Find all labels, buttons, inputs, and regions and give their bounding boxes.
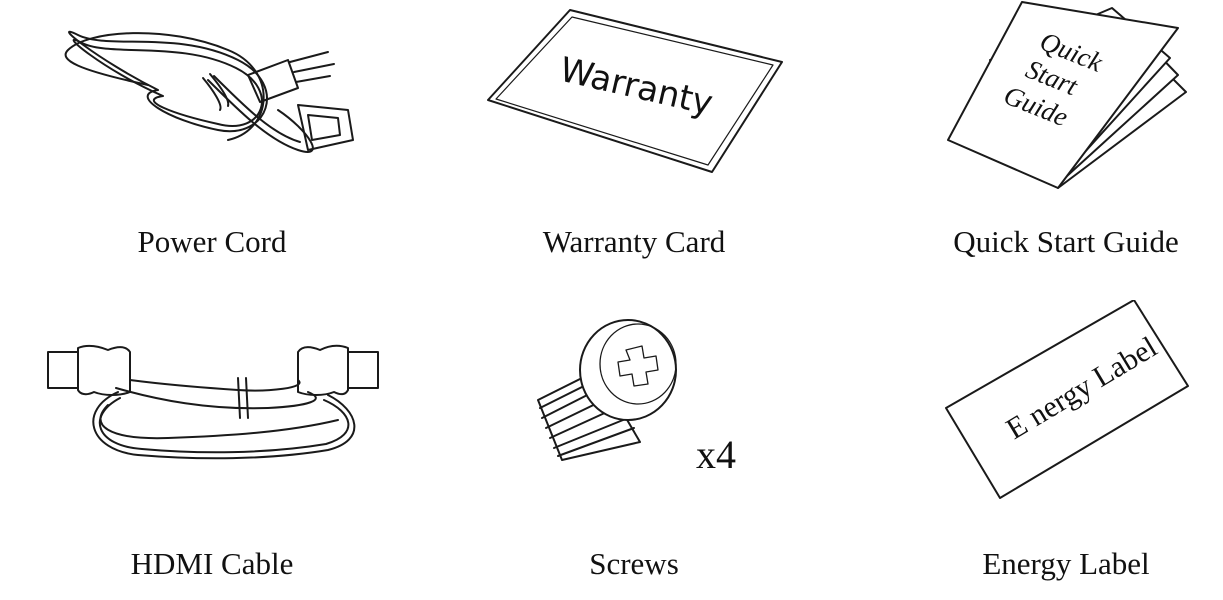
power-cord-illustration	[64, 30, 354, 153]
warranty-card-item: Warranty Warranty Card	[430, 0, 838, 300]
energy-label-caption: Energy Label	[982, 546, 1150, 581]
hdmi-cable-illustration	[47, 344, 379, 460]
warranty-card-caption: Warranty Card	[542, 224, 726, 259]
quick-start-guide-caption: Quick Start Guide	[953, 224, 1179, 259]
hdmi-cable-item: HDMI Cable	[8, 300, 416, 600]
hdmi-cable-caption: HDMI Cable	[130, 546, 294, 581]
power-cord-item: Power Cord	[8, 0, 416, 300]
energy-label-illustration: E nergy Label	[945, 300, 1189, 499]
quick-start-guide-item: Quick Start Guide Quick Start Guide	[862, 0, 1223, 300]
screws-caption: Screws	[589, 546, 679, 581]
warranty-card-illustration: Warranty	[487, 9, 783, 173]
screw-illustration: x4	[537, 319, 736, 477]
screws-item: x4 Screws	[430, 300, 838, 600]
energy-label-item: E nergy Label Energy Label	[862, 300, 1223, 600]
quick-start-guide-illustration: Quick Start Guide	[947, 1, 1187, 189]
power-cord-caption: Power Cord	[137, 224, 287, 259]
screw-quantity: x4	[696, 432, 736, 477]
